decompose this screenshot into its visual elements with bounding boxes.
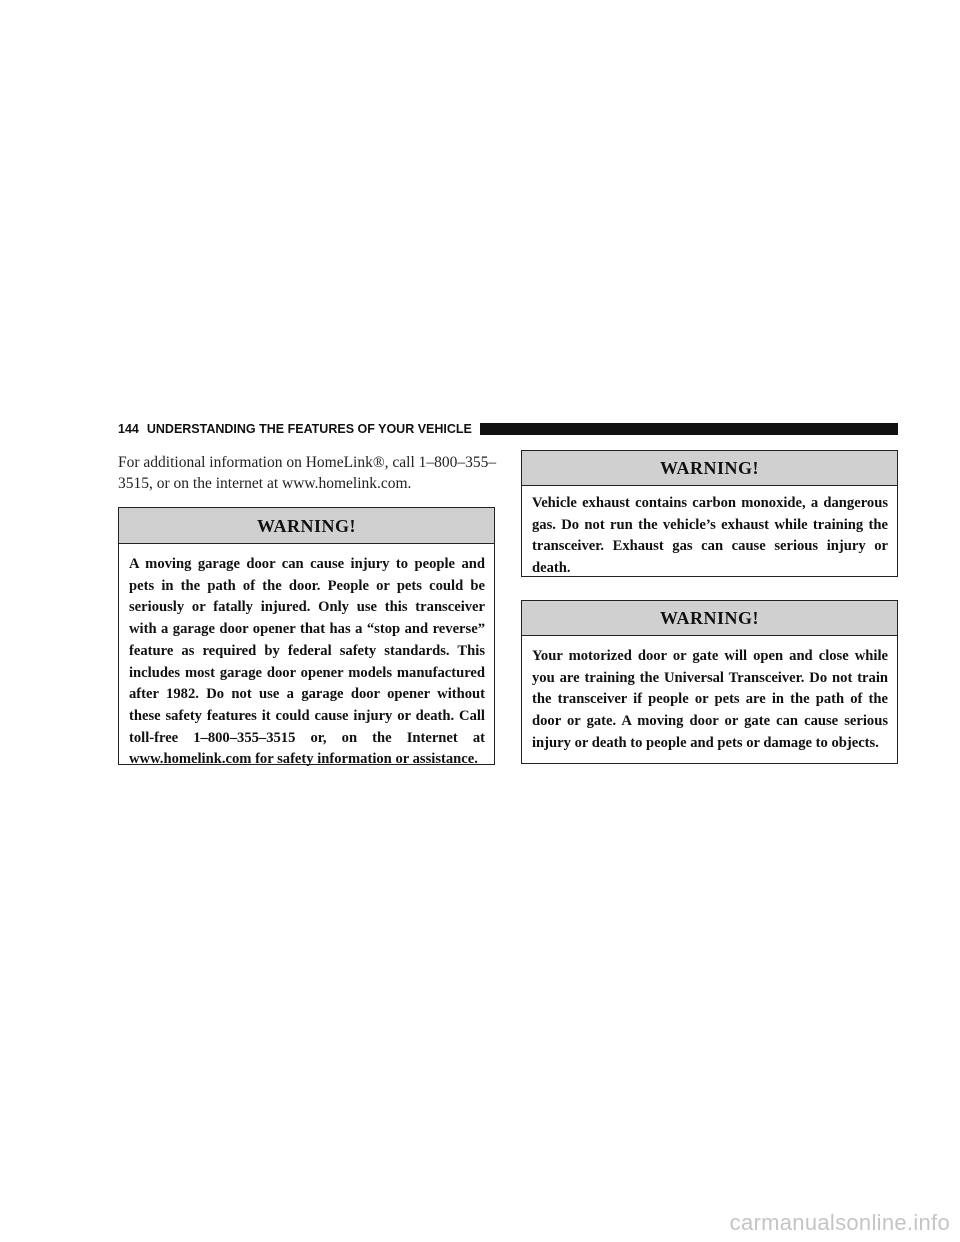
warning-title: WARNING! (119, 508, 494, 544)
warning-box-motorized-door: WARNING! Your motorized door or gate wil… (521, 600, 898, 764)
warning-box-garage-door: WARNING! A moving garage door can cause … (118, 507, 495, 767)
intro-paragraph: For additional information on HomeLink®,… (118, 454, 497, 492)
section-title: UNDERSTANDING THE FEATURES OF YOUR VEHIC… (146, 422, 472, 436)
warning-title: WARNING! (522, 601, 897, 636)
page-header: 144 UNDERSTANDING THE FEATURES OF YOUR V… (118, 420, 898, 438)
warning-box-exhaust: WARNING! Vehicle exhaust contains carbon… (521, 450, 898, 577)
warning-body: A moving garage door can cause injury to… (129, 556, 485, 768)
watermark: carmanualsonline.info (729, 1210, 950, 1235)
warning-title: WARNING! (522, 451, 897, 486)
header-rule (479, 423, 898, 435)
page-number: 144 (118, 422, 139, 436)
warning-body: Your motorized door or gate will open an… (532, 648, 888, 751)
warning-body: Vehicle exhaust contains carbon monoxide… (532, 495, 888, 577)
